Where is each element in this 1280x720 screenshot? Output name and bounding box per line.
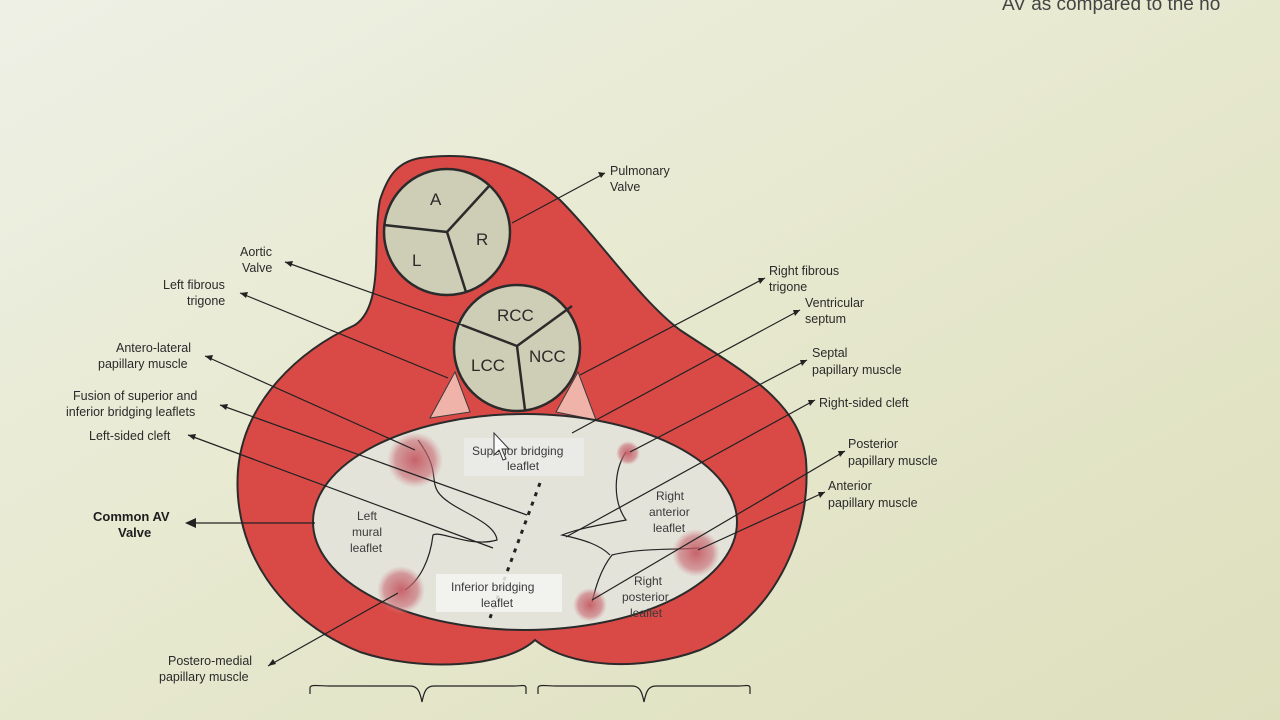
papillary-septal (616, 441, 640, 465)
pulmonary-cusp-a: A (430, 190, 442, 209)
label-right-fibrous-trigone-2: trigone (769, 280, 807, 294)
label-common-av-valve-2: Valve (118, 525, 151, 540)
inferior-bridging-label-2: leaflet (481, 596, 514, 610)
superior-bridging-label-1: Superior bridging (472, 444, 563, 458)
right-posterior-label-3: leaflet (630, 606, 663, 620)
label-left-fibrous-trigone-2: trigone (187, 294, 225, 308)
left-mural-label-3: leaflet (350, 541, 383, 555)
top-caption: AV as compared to the no (1002, 0, 1220, 15)
label-aortic-valve-2: Valve (242, 261, 272, 275)
left-mural-label-2: mural (352, 525, 382, 539)
inferior-bridging-label-1: Inferior bridging (451, 580, 534, 594)
label-posterior-papillary-2: papillary muscle (848, 454, 938, 468)
mouse-cursor-icon (493, 431, 511, 461)
pulmonary-valve: A R L (382, 167, 512, 297)
label-left-sided-cleft: Left-sided cleft (89, 429, 171, 443)
right-anterior-label-1: Right (656, 489, 685, 503)
label-ventricular-septum-2: septum (805, 312, 846, 326)
aortic-cusp-lcc: LCC (471, 356, 505, 375)
label-right-sided-cleft: Right-sided cleft (819, 396, 909, 410)
label-antero-lateral-2: papillary muscle (98, 357, 188, 371)
label-right-fibrous-trigone-1: Right fibrous (769, 264, 839, 278)
papillary-postero-medial (377, 566, 425, 614)
right-leaflet-curve-upper (559, 451, 628, 556)
label-aortic-valve-1: Aortic (240, 245, 272, 259)
pulmonary-cusp-r: R (476, 230, 488, 249)
label-septal-papillary-2: papillary muscle (812, 363, 902, 377)
label-fusion-2: inferior bridging leaflets (66, 405, 195, 419)
right-posterior-label-2: posterior (622, 590, 669, 604)
label-pulmonary-valve-2: Valve (610, 180, 640, 194)
pulmonary-cusp-l: L (412, 251, 421, 270)
label-common-av-valve-1: Common AV (93, 509, 170, 524)
right-posterior-label-1: Right (634, 574, 663, 588)
label-left-fibrous-trigone-1: Left fibrous (163, 278, 225, 292)
label-ventricular-septum-1: Ventricular (805, 296, 864, 310)
aortic-cusp-ncc: NCC (529, 347, 566, 366)
label-postero-medial-1: Postero-medial (168, 654, 252, 668)
label-anterior-papillary-2: papillary muscle (828, 496, 918, 510)
aortic-cusp-rcc: RCC (497, 306, 534, 325)
label-septal-papillary-1: Septal (812, 346, 847, 360)
label-antero-lateral-1: Antero-lateral (116, 341, 191, 355)
label-pulmonary-valve-1: Pulmonary (610, 164, 670, 178)
right-anterior-label-3: leaflet (653, 521, 686, 535)
papillary-posterior (573, 588, 607, 622)
papillary-antero-lateral (387, 432, 443, 488)
aortic-valve: RCC NCC LCC (452, 283, 582, 413)
label-postero-medial-2: papillary muscle (159, 670, 249, 684)
left-mural-label-1: Left (357, 509, 378, 523)
right-anterior-label-2: anterior (649, 505, 690, 519)
label-posterior-papillary-1: Posterior (848, 437, 898, 451)
left-brace (309, 684, 527, 703)
bridging-fusion-dotted (488, 482, 542, 619)
right-brace (537, 684, 751, 703)
label-anterior-papillary-1: Anterior (828, 479, 872, 493)
label-fusion-1: Fusion of superior and (73, 389, 197, 403)
leader-lines (185, 172, 846, 667)
right-fibrous-trigone (555, 370, 597, 421)
papillary-anterior (672, 529, 720, 577)
superior-bridging-label-2: leaflet (507, 459, 540, 473)
left-fibrous-trigone (429, 370, 471, 419)
